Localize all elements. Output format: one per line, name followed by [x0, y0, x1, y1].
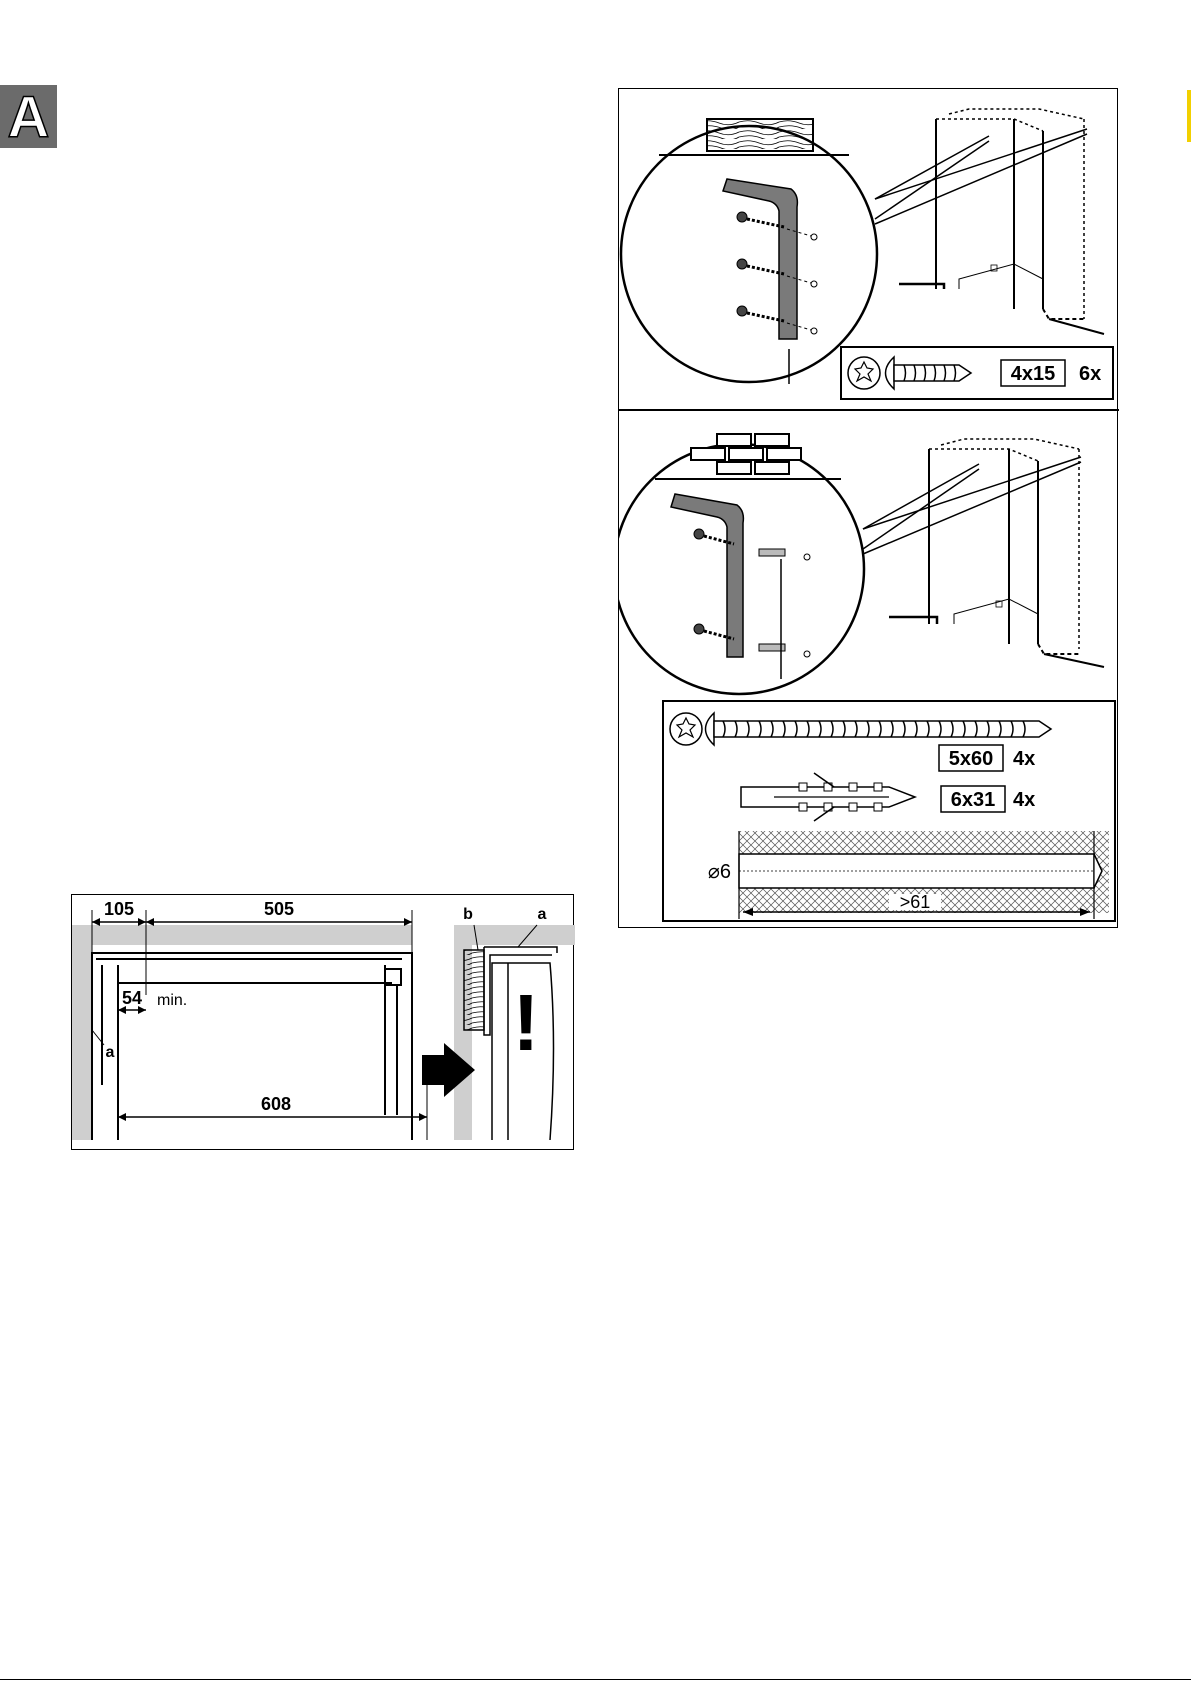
mounting-instructions-panel: 4x15 6x: [618, 88, 1118, 928]
label-b: b: [463, 906, 473, 923]
page-edge-marker: [1187, 90, 1191, 142]
wood-mounting-section: 4x15 6x: [621, 109, 1113, 399]
wood-screw-size: 4x15: [1011, 363, 1056, 385]
dim-608-label: 608: [261, 1094, 291, 1114]
section-badge: A: [0, 85, 57, 148]
wall-shading-top: [72, 925, 412, 945]
wood-screw-quantity: 6x: [1079, 363, 1101, 385]
section-letter: A: [8, 85, 50, 148]
mounting-illustration: 4x15 6x: [619, 89, 1119, 929]
page-bottom-rule: [0, 1679, 1191, 1680]
masonry-spec-box: 5x60 4x 6x31: [663, 701, 1115, 921]
wood-material-icon: [707, 119, 813, 151]
cabinet-niche-wood: [899, 109, 1104, 334]
masonry-screw-size: 5x60: [949, 748, 994, 770]
label-a-left: a: [106, 1044, 115, 1061]
drill-depth-label: >61: [900, 892, 931, 912]
masonry-mounting-section: 5x60 4x 6x31: [619, 434, 1115, 921]
cabinet-outline: [92, 953, 412, 1140]
wall-shading-left: [72, 925, 92, 1140]
detail-magnifier: [621, 126, 877, 382]
dim-min-label: min.: [157, 992, 187, 1009]
dowel-quantity: 4x: [1013, 789, 1035, 811]
cabinet-niche-masonry: [889, 439, 1104, 667]
label-a-right: a: [538, 906, 547, 923]
drill-diameter-label: ⌀6: [708, 861, 731, 883]
dim-105-label: 105: [104, 899, 134, 919]
dimension-drawing: 105 505 54 min. a 608 b a !: [71, 894, 574, 1150]
masonry-screw-quantity: 4x: [1013, 748, 1035, 770]
dim-505-label: 505: [264, 899, 294, 919]
warning-icon: !: [513, 978, 540, 1067]
wood-screw-spec: 4x15 6x: [841, 347, 1113, 399]
dowel-size: 6x31: [951, 789, 996, 811]
dim-54-label: 54: [122, 988, 142, 1008]
drill-hole-diagram: >61 ⌀6: [708, 831, 1109, 919]
niche-dimension-illustration: 105 505 54 min. a 608 b a !: [72, 895, 575, 1151]
wood-batten-b: [464, 950, 484, 1030]
